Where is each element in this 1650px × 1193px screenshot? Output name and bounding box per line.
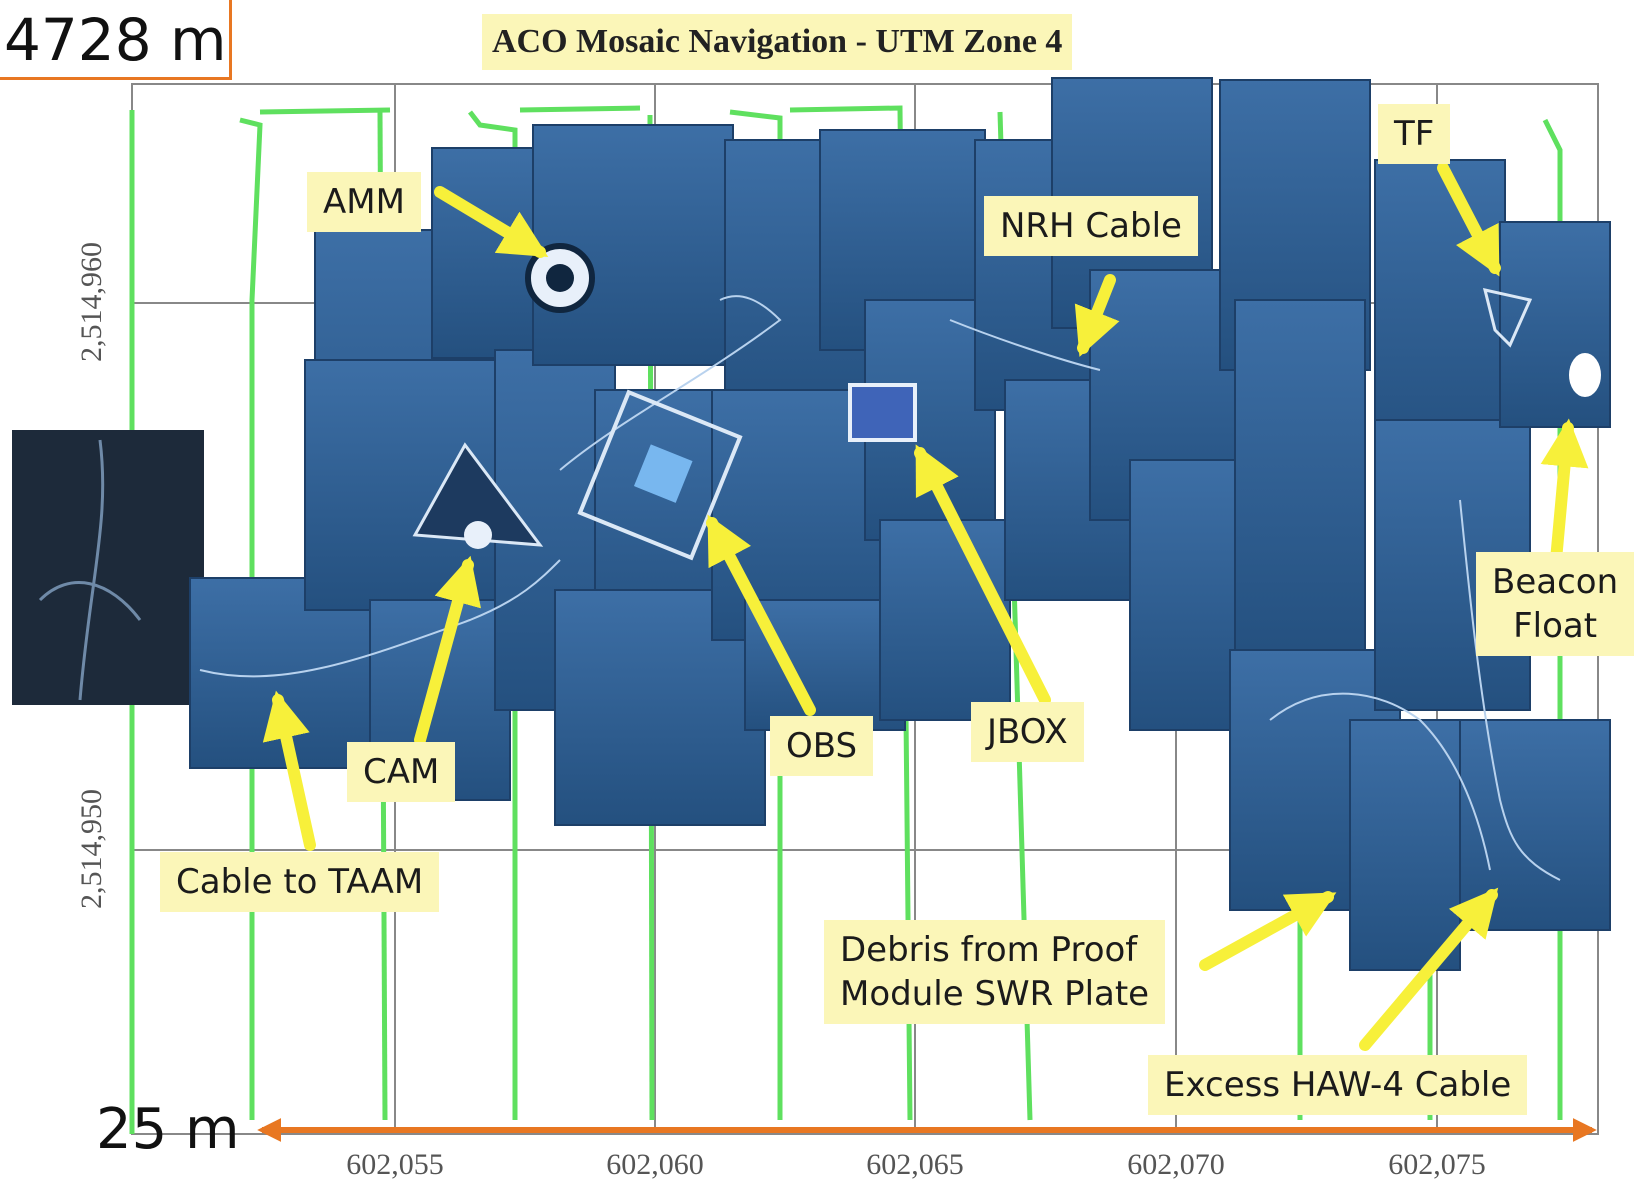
callout-beacon-float-line1: Beacon (1492, 562, 1619, 602)
callout-beacon-float: Beacon Float (1476, 552, 1635, 656)
callout-arrows (262, 162, 1589, 1051)
callout-jbox: JBOX (971, 702, 1084, 762)
depth-label: 4728 m (0, 0, 232, 80)
callout-amm: AMM (307, 172, 421, 232)
callout-debris-line1: Debris from Proof (840, 930, 1138, 970)
scale-bar-label: 25 m (96, 1097, 240, 1162)
callout-debris: Debris from Proof Module SWR Plate (824, 920, 1166, 1024)
callout-tf: TF (1378, 104, 1451, 164)
callout-nrh-cable: NRH Cable (984, 196, 1198, 256)
instrument-tf (1482, 288, 1601, 397)
x-tick-label: 602,060 (606, 1148, 704, 1181)
instrument-jbox (848, 383, 917, 442)
instrument-cam (412, 442, 544, 549)
y-tick-label: 2,514,960 (75, 242, 108, 362)
callout-cam: CAM (347, 742, 456, 802)
callout-debris-line2: Module SWR Plate (840, 974, 1150, 1014)
callout-excess-haw4-cable: Excess HAW-4 Cable (1148, 1055, 1528, 1115)
seafloor-features (199, 295, 1561, 881)
callout-beacon-float-line2: Float (1513, 606, 1598, 646)
instrument-amm (525, 243, 595, 313)
y-tick-label: 2,514,950 (75, 789, 108, 909)
map-title: ACO Mosaic Navigation - UTM Zone 4 (482, 14, 1073, 70)
instrument-obs (577, 389, 743, 561)
x-tick-label: 602,055 (346, 1148, 444, 1181)
callout-cable-to-taam: Cable to TAAM (160, 852, 440, 912)
x-tick-label: 602,070 (1127, 1148, 1225, 1181)
inset-camera-frame (12, 430, 204, 705)
x-tick-label: 602,075 (1388, 1148, 1486, 1181)
callout-obs: OBS (770, 716, 874, 776)
x-tick-label: 602,065 (866, 1148, 964, 1181)
